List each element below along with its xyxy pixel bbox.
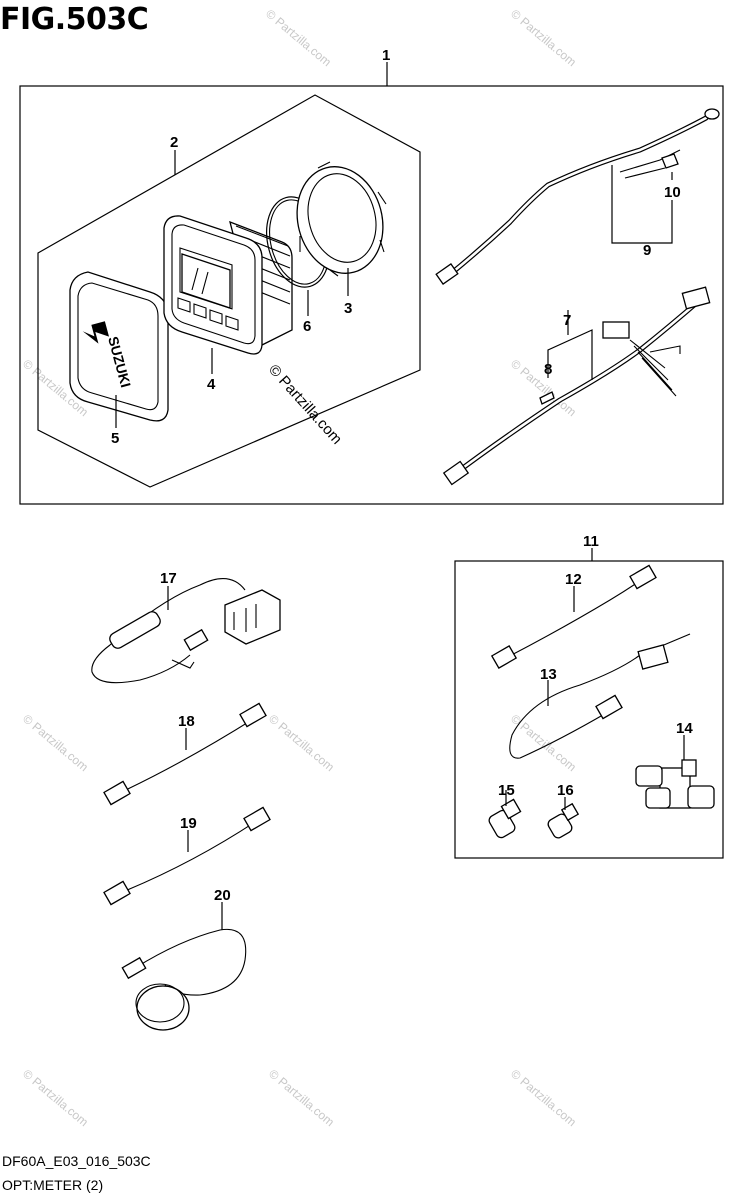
callout-17: 17	[160, 570, 177, 587]
watermark: © Partzilla.com	[508, 7, 579, 70]
watermark: © Partzilla.com	[20, 712, 91, 775]
suzuki-logo-icon	[82, 321, 110, 344]
callout-15: 15	[498, 782, 515, 799]
watermark: © Partzilla.com	[20, 1067, 91, 1130]
callout-4: 4	[207, 376, 216, 393]
harness-7-part	[442, 286, 711, 486]
t-connector-14-part	[635, 759, 715, 809]
watermark: © Partzilla.com	[263, 7, 334, 70]
callout-1: 1	[382, 47, 390, 64]
screw-8-part	[539, 391, 555, 405]
leader-7-8	[547, 329, 593, 380]
sensor-20-part	[121, 928, 247, 1031]
watermarks: © Partzilla.com © Partzilla.com © Partzi…	[20, 7, 579, 1130]
leader-9-10	[611, 165, 673, 244]
cable-17-part	[91, 578, 281, 684]
watermark-main: © Partzilla.com	[265, 361, 345, 447]
callout-18: 18	[178, 713, 195, 730]
watermark: © Partzilla.com	[266, 712, 337, 775]
callout-2: 2	[170, 134, 178, 151]
nut-ring-part	[296, 161, 387, 277]
cable-18-part	[103, 702, 267, 806]
callout-9: 9	[643, 242, 651, 259]
callout-19: 19	[180, 815, 197, 832]
callout-14: 14	[676, 720, 693, 737]
cable-19-part	[103, 806, 271, 906]
face-cover-part: SUZUKI	[69, 271, 169, 422]
assembly-11-frame	[454, 560, 724, 859]
figure-title: FIG.503C	[0, 2, 149, 37]
figure-subtitle: OPT:METER (2)	[2, 1177, 104, 1193]
terminator-16-part	[547, 802, 580, 839]
terminator-15-part	[488, 798, 522, 839]
cable-12-part	[490, 564, 657, 669]
callout-12: 12	[565, 571, 582, 588]
callout-labels: 1 2 3 4 5 6 7 8 9 10 11 12 13 14 15 16 1…	[111, 47, 693, 904]
callout-13: 13	[540, 666, 557, 683]
callout-3: 3	[344, 300, 352, 317]
callout-20: 20	[214, 887, 231, 904]
meter-body-part	[163, 215, 293, 355]
figure-code: DF60A_E03_016_503C	[2, 1153, 151, 1169]
watermark: © Partzilla.com	[266, 1067, 337, 1130]
assembly-2-frame	[37, 94, 421, 488]
clamp-10-part	[661, 153, 679, 169]
watermark: © Partzilla.com	[508, 712, 579, 775]
harness-9-part	[435, 108, 720, 285]
watermark: © Partzilla.com	[508, 1067, 579, 1130]
callout-7: 7	[563, 312, 571, 329]
assembly-1-frame	[19, 85, 724, 505]
cable-13-part	[509, 633, 691, 759]
callout-6: 6	[303, 318, 311, 335]
callout-11: 11	[583, 533, 599, 550]
callout-5: 5	[111, 430, 119, 447]
callout-10: 10	[664, 184, 681, 201]
callout-8: 8	[544, 361, 552, 378]
callout-16: 16	[557, 782, 574, 799]
